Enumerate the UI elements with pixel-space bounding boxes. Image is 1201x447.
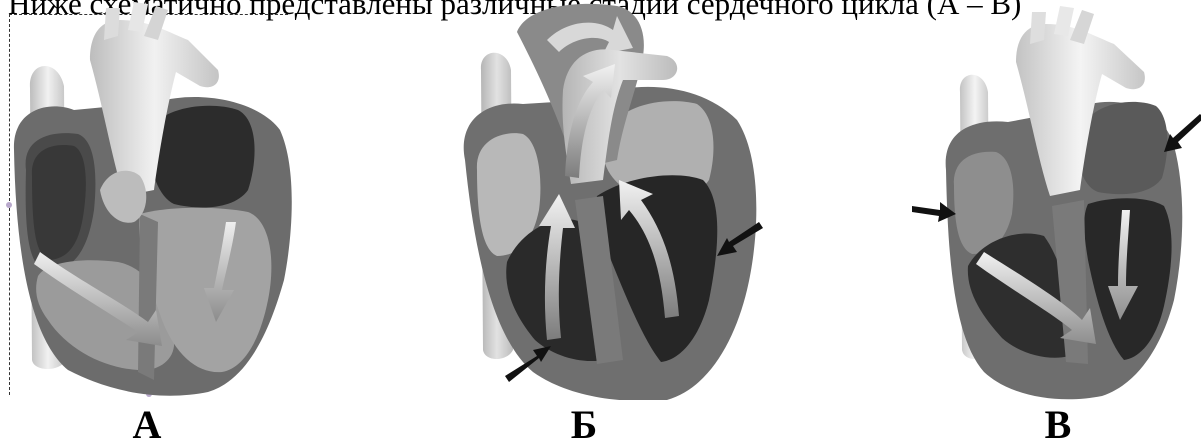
heart-diagram-b bbox=[447, 0, 767, 400]
panel-label-c: В bbox=[1028, 403, 1088, 447]
heart-diagram-a bbox=[8, 0, 293, 400]
panel-label-b: Б bbox=[554, 403, 614, 447]
heart-diagram-c bbox=[912, 0, 1201, 400]
panel-label-a: А bbox=[117, 403, 177, 447]
